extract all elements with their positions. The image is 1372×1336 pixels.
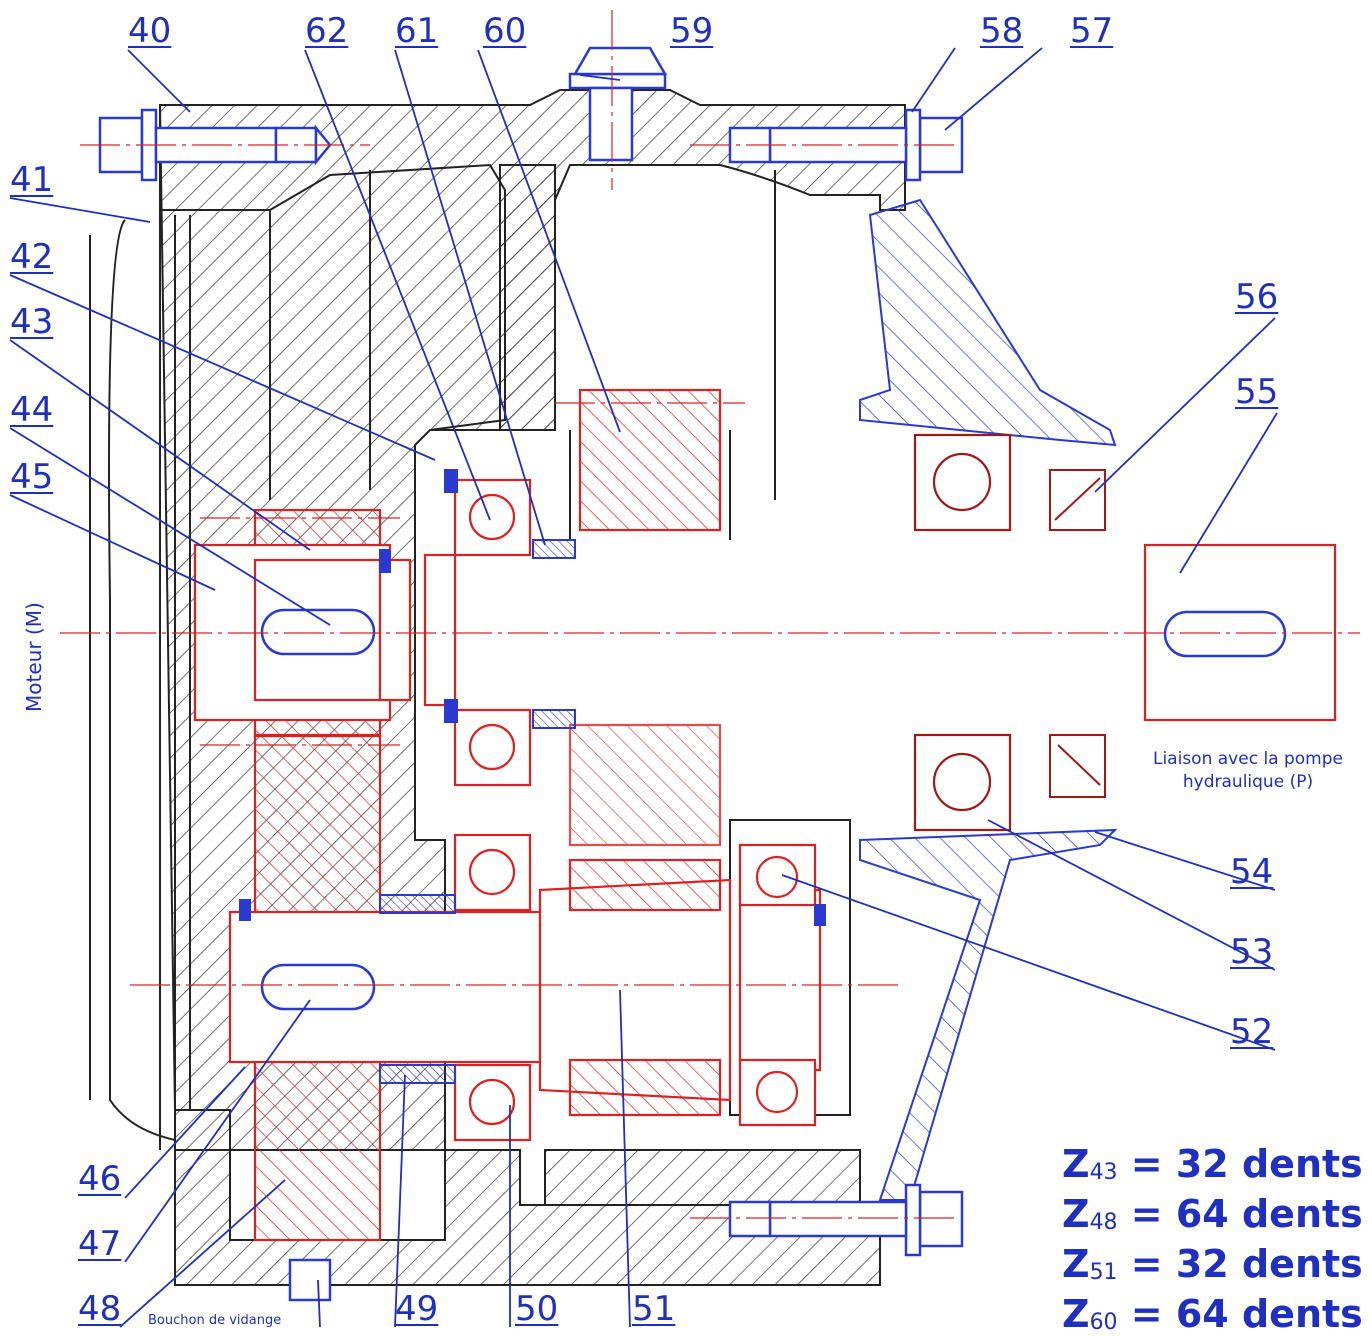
label-48: 48 xyxy=(78,1289,122,1329)
teeth-z60: Z60 = 64 dents xyxy=(1062,1292,1363,1336)
label-62: 62 xyxy=(305,11,349,51)
label-42: 42 xyxy=(10,237,54,277)
label-52: 52 xyxy=(1230,1012,1274,1052)
label-54: 54 xyxy=(1230,852,1274,892)
label-53: 53 xyxy=(1230,932,1274,972)
motor-label: Moteur (M) xyxy=(22,602,46,712)
label-55: 55 xyxy=(1235,372,1279,412)
label-40: 40 xyxy=(128,11,172,51)
label-43: 43 xyxy=(10,302,54,342)
pump-side-cover xyxy=(859,198,1118,1201)
label-46: 46 xyxy=(78,1159,122,1199)
label-49: 49 xyxy=(395,1289,439,1329)
leader-lines xyxy=(9,47,1278,1328)
label-50: 50 xyxy=(515,1289,559,1329)
spacers xyxy=(239,469,826,1084)
pump-link-line2: hydraulique (P) xyxy=(1182,771,1314,792)
pump-link-line1: Liaison avec la pompe xyxy=(1152,749,1343,769)
label-51: 51 xyxy=(632,1289,676,1329)
label-59: 59 xyxy=(670,11,714,51)
label-41: 41 xyxy=(10,160,54,200)
centerlines xyxy=(60,10,1360,1219)
label-47: 47 xyxy=(78,1224,122,1264)
label-45: 45 xyxy=(10,457,54,497)
label-58: 58 xyxy=(980,11,1024,51)
label-61: 61 xyxy=(395,11,439,51)
bearings xyxy=(453,433,1012,1142)
lip-seals xyxy=(1049,469,1106,798)
pump-link-note: Liaison avec la pompe hydraulique (P) xyxy=(1128,748,1368,794)
teeth-z51: Z51 = 32 dents xyxy=(1062,1242,1363,1286)
drain-plug-label: Bouchon de vidange xyxy=(148,1313,282,1328)
label-60: 60 xyxy=(483,11,527,51)
keys xyxy=(260,608,1287,1011)
label-56: 56 xyxy=(1235,277,1279,317)
teeth-z43: Z43 = 32 dents xyxy=(1062,1142,1363,1186)
teeth-z48: Z48 = 64 dents xyxy=(1062,1192,1363,1236)
label-57: 57 xyxy=(1070,11,1114,51)
label-44: 44 xyxy=(10,390,54,430)
